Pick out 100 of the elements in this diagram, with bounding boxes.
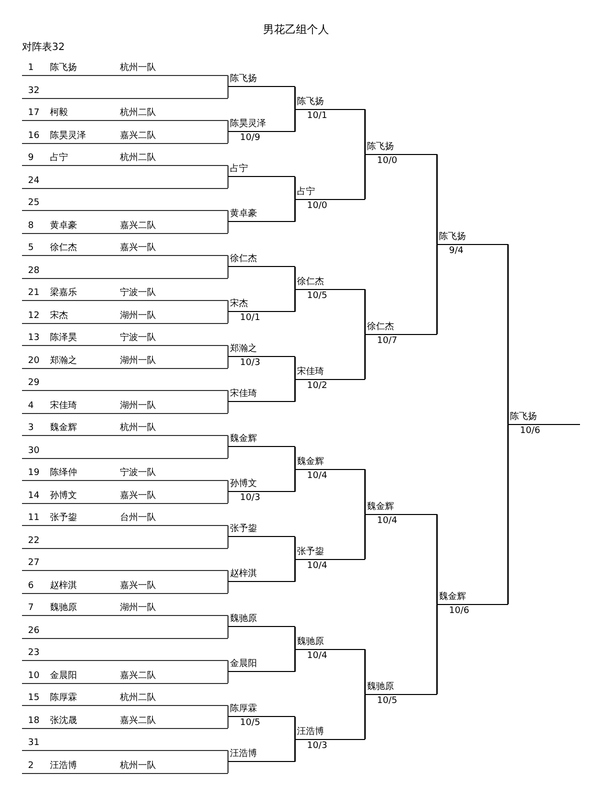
bracket-line: [364, 694, 366, 740]
bracket-line: [294, 86, 296, 110]
player-name: 魏驰原: [367, 682, 394, 693]
bracket-line: [227, 221, 229, 233]
bracket-line: [227, 536, 229, 548]
score: 10/4: [307, 650, 328, 662]
player-name: 张予鋆: [50, 513, 77, 524]
bracket-slot: [295, 186, 365, 212]
score: 10/5: [307, 290, 328, 302]
score: 10/0: [307, 200, 328, 212]
bracket-line: [227, 120, 229, 132]
seed-number: 17: [28, 108, 40, 119]
player-name: 宋佳琦: [297, 366, 324, 378]
bracket-line: [227, 436, 229, 448]
seed-number: 32: [28, 86, 40, 96]
seed-number: 18: [28, 716, 40, 726]
seed-number: 7: [28, 603, 34, 614]
player-name: 郑瀚之: [230, 344, 257, 356]
bracket-line: [436, 604, 438, 694]
bracket-line: [294, 648, 296, 672]
bracket-line: [227, 266, 229, 278]
bracket-line: [227, 480, 229, 492]
player-name: 宋佳琦: [230, 389, 257, 400]
player-name: 徐仁杰: [367, 322, 394, 333]
score: 10/1: [307, 110, 328, 122]
bracket-line: [227, 581, 229, 593]
player-name: 陈厚霖: [50, 693, 77, 704]
score: 10/3: [240, 493, 260, 504]
seed-number: 11: [28, 513, 40, 524]
team-name: 嘉兴二队: [120, 220, 156, 232]
player-name: 陈绎仲: [50, 468, 77, 479]
bracket-slot: [437, 232, 508, 257]
team-name: 嘉兴二队: [120, 716, 156, 726]
bracket-slot: [295, 456, 365, 482]
score: 9/4: [449, 246, 464, 257]
score: 10/1: [240, 313, 260, 324]
seed-number: 9: [28, 153, 34, 164]
bracket-slot: [295, 96, 365, 122]
team-name: 杭州二队: [120, 108, 156, 119]
seed-number: 4: [28, 400, 34, 412]
player-name: 张予鋆: [297, 546, 324, 558]
score: 10/6: [449, 606, 470, 617]
seed-number: 3: [28, 423, 34, 434]
player-name: 宋杰: [50, 310, 68, 322]
player-name: 陈泽昊: [50, 333, 77, 344]
bracket-line: [227, 300, 229, 312]
bracket-label: 对阵表32: [22, 42, 65, 53]
bracket-line: [227, 210, 229, 222]
player-name: 孙博文: [230, 479, 257, 490]
seed-number: 27: [28, 558, 40, 569]
team-name: 湖州一队: [120, 310, 156, 322]
seed-number: 28: [28, 266, 40, 276]
seed-number: 16: [28, 130, 40, 142]
bracket-slot: [295, 366, 365, 392]
bracket-line: [227, 570, 229, 582]
team-name: 湖州一队: [120, 356, 156, 366]
player-name: 宋佳琦: [50, 400, 77, 412]
score: 10/4: [307, 560, 328, 572]
bracket-slot: [295, 546, 365, 572]
player-name: 陈飞扬: [510, 412, 537, 423]
team-name: 湖州一队: [120, 400, 156, 412]
player-name: 陈厚霖: [230, 704, 257, 716]
bracket-line: [364, 469, 366, 515]
seed-number: 6: [28, 580, 34, 592]
team-name: 嘉兴一队: [120, 580, 156, 592]
bracket-title: 男花乙组个人: [262, 24, 330, 35]
team-name: 杭州二队: [120, 693, 156, 704]
player-name: 柯毅: [50, 108, 68, 119]
score: 10/3: [307, 740, 328, 752]
player-name: 陈飞扬: [439, 232, 466, 243]
seed-number: 22: [28, 536, 40, 546]
player-name: 梁嘉乐: [50, 288, 77, 299]
player-name: 徐仁杰: [50, 243, 77, 254]
bracket-line: [227, 166, 229, 178]
bracket-line: [227, 446, 229, 458]
bracket-line: [227, 311, 229, 323]
player-name: 魏金辉: [439, 592, 466, 603]
player-name: 张沈晟: [50, 716, 77, 726]
player-name: 赵梓淇: [230, 569, 257, 580]
player-name: 占宁: [230, 164, 248, 176]
bracket-line: [364, 109, 366, 155]
bracket-slot: [295, 636, 365, 662]
bracket-line: [364, 649, 366, 695]
seed-number: 23: [28, 648, 40, 659]
player-name: 郑瀚之: [50, 356, 77, 366]
player-name: 赵梓淇: [50, 580, 77, 592]
bracket-line: [227, 761, 229, 773]
bracket-line: [227, 176, 229, 188]
player-name: 陈飞扬: [50, 63, 77, 74]
seed-number: 5: [28, 243, 34, 254]
score: 10/7: [377, 336, 398, 347]
team-name: 杭州一队: [120, 760, 156, 772]
bracket-slot: [295, 726, 365, 752]
seed-number: 14: [28, 490, 40, 502]
player-name: 徐仁杰: [230, 254, 257, 266]
bracket-line: [294, 716, 296, 740]
bracket-line: [227, 706, 229, 718]
seed-number: 2: [28, 760, 34, 772]
seed-number: 1: [28, 63, 34, 74]
bracket-slot: [508, 412, 580, 437]
